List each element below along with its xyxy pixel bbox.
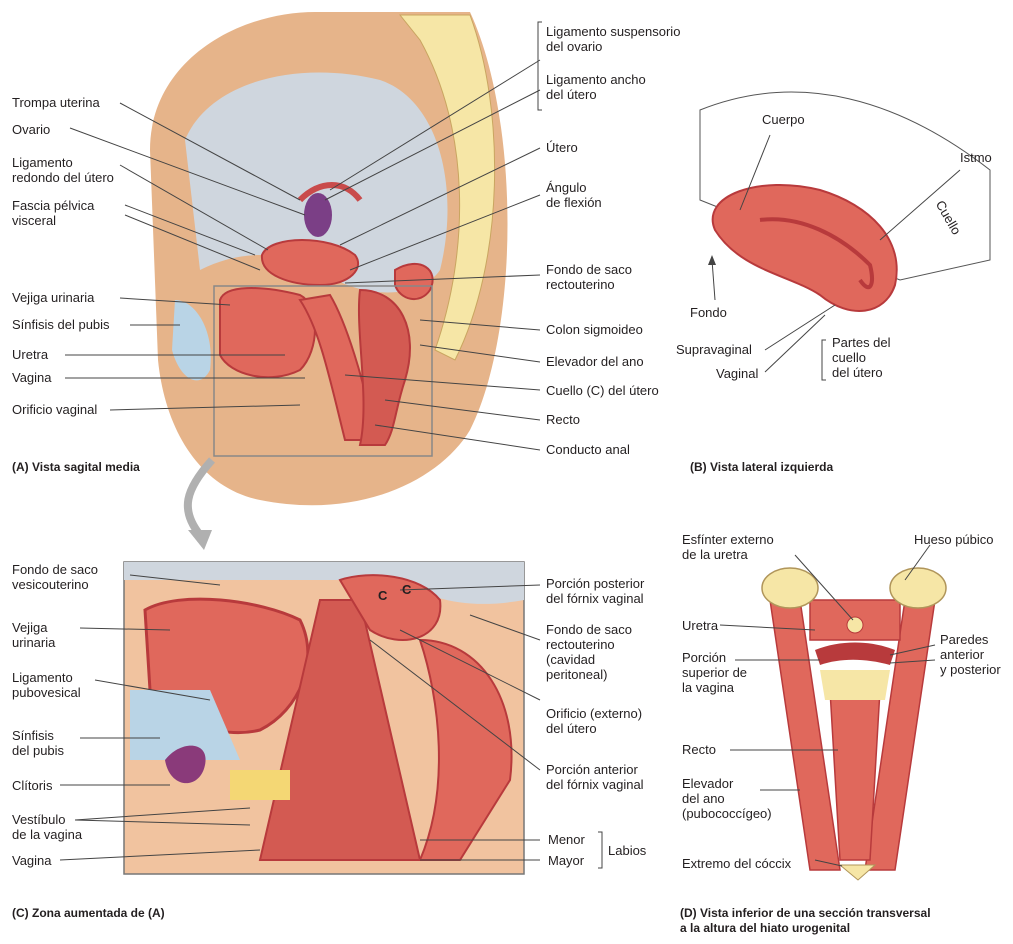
label-fondo-rectouterino-c: Fondo de saco rectouterino (cavidad peri… — [546, 622, 632, 682]
coccyx-tip — [840, 865, 875, 880]
label-vagina: Vagina — [12, 370, 52, 385]
label-ligamento-suspensorio: Ligamento suspensorio del ovario — [546, 24, 680, 54]
label-orificio-vaginal: Orificio vaginal — [12, 402, 97, 417]
panel-c-art — [60, 562, 602, 874]
label-paredes: Paredes anterior y posterior — [940, 632, 1001, 677]
label-ovario: Ovario — [12, 122, 50, 137]
label-fondo: Fondo — [690, 305, 727, 320]
ovary — [304, 193, 332, 237]
zoom-arrowhead — [188, 530, 212, 550]
label-extremo-coccix: Extremo del cóccix — [682, 856, 791, 871]
label-fondo-saco-rectouterino: Fondo de saco rectouterino — [546, 262, 632, 292]
label-fascia-pelvica: Fascia pélvica visceral — [12, 198, 94, 228]
label-elevador-ano: Elevador del ano — [546, 354, 644, 369]
label-utero: Útero — [546, 140, 578, 155]
label-porcion-anterior: Porción anterior del fórnix vaginal — [546, 762, 644, 792]
pubic-bone-right — [890, 568, 946, 608]
label-ligamento-ancho: Ligamento ancho del útero — [546, 72, 646, 102]
label-trompa-uterina: Trompa uterina — [12, 95, 100, 110]
label-esfinter-uretra: Esfínter externo de la uretra — [682, 532, 774, 562]
label-mayor: Mayor — [548, 853, 584, 868]
label-cuello-utero: Cuello (C) del útero — [546, 383, 659, 398]
label-vejiga-urinaria: Vejiga urinaria — [12, 290, 94, 305]
label-menor: Menor — [548, 832, 585, 847]
urethra-lumen — [847, 617, 863, 633]
label-partes-cuello: Partes del cuello del útero — [832, 335, 891, 380]
caption-panel-d: (D) Vista inferior de una sección transv… — [680, 906, 931, 936]
label-vestibulo: Vestíbulo de la vagina — [12, 812, 82, 842]
label-sinfisis-pubis: Sínfisis del pubis — [12, 317, 110, 332]
panel-d-art — [720, 545, 946, 880]
bracket-labios — [598, 832, 602, 868]
label-ligamento-pubovesical: Ligamento pubovesical — [12, 670, 81, 700]
label-clitoris: Clítoris — [12, 778, 52, 793]
label-sinfisis-c: Sínfisis del pubis — [12, 728, 64, 758]
sigmoid-colon — [395, 264, 433, 299]
label-vagina-c: Vagina — [12, 853, 52, 868]
label-orificio-externo: Orificio (externo) del útero — [546, 706, 642, 736]
label-elevador-d: Elevador del ano (pubococcígeo) — [682, 776, 772, 821]
label-recto-d: Recto — [682, 742, 716, 757]
label-c-letter-1: C — [378, 588, 387, 603]
label-ligamento-redondo: Ligamento redondo del útero — [12, 155, 114, 185]
label-fondo-vesicouterino: Fondo de saco vesicouterino — [12, 562, 98, 592]
label-vejiga-c: Vejiga urinaria — [12, 620, 55, 650]
label-porcion-superior-vagina: Porción superior de la vagina — [682, 650, 747, 695]
label-conducto-anal: Conducto anal — [546, 442, 630, 457]
pubic-bone-left — [762, 568, 818, 608]
label-uretra-d: Uretra — [682, 618, 718, 633]
caption-panel-c: (C) Zona aumentada de (A) — [12, 906, 165, 921]
caption-panel-b: (B) Vista lateral izquierda — [690, 460, 833, 475]
label-c-letter-2: C — [402, 582, 411, 597]
label-colon-sigmoideo: Colon sigmoideo — [546, 322, 643, 337]
label-supravaginal: Supravaginal — [676, 342, 752, 357]
zoom-pubis-bone — [230, 770, 290, 800]
label-uretra: Uretra — [12, 347, 48, 362]
label-labios: Labios — [608, 843, 646, 858]
vagina-walls — [815, 643, 895, 666]
caption-panel-a: (A) Vista sagital media — [12, 460, 140, 475]
uterus-lateral — [713, 185, 897, 311]
bracket-partes — [822, 340, 826, 380]
label-istmo: Istmo — [960, 150, 992, 165]
label-hueso-pubico: Hueso púbico — [914, 532, 994, 547]
label-recto: Recto — [546, 412, 580, 427]
bracket-ligaments — [538, 22, 542, 110]
label-cuerpo: Cuerpo — [762, 112, 805, 127]
label-vaginal: Vaginal — [716, 366, 758, 381]
fat-space — [820, 670, 890, 700]
label-angulo-flexion: Ángulo de flexión — [546, 180, 602, 210]
label-porcion-posterior: Porción posterior del fórnix vaginal — [546, 576, 644, 606]
